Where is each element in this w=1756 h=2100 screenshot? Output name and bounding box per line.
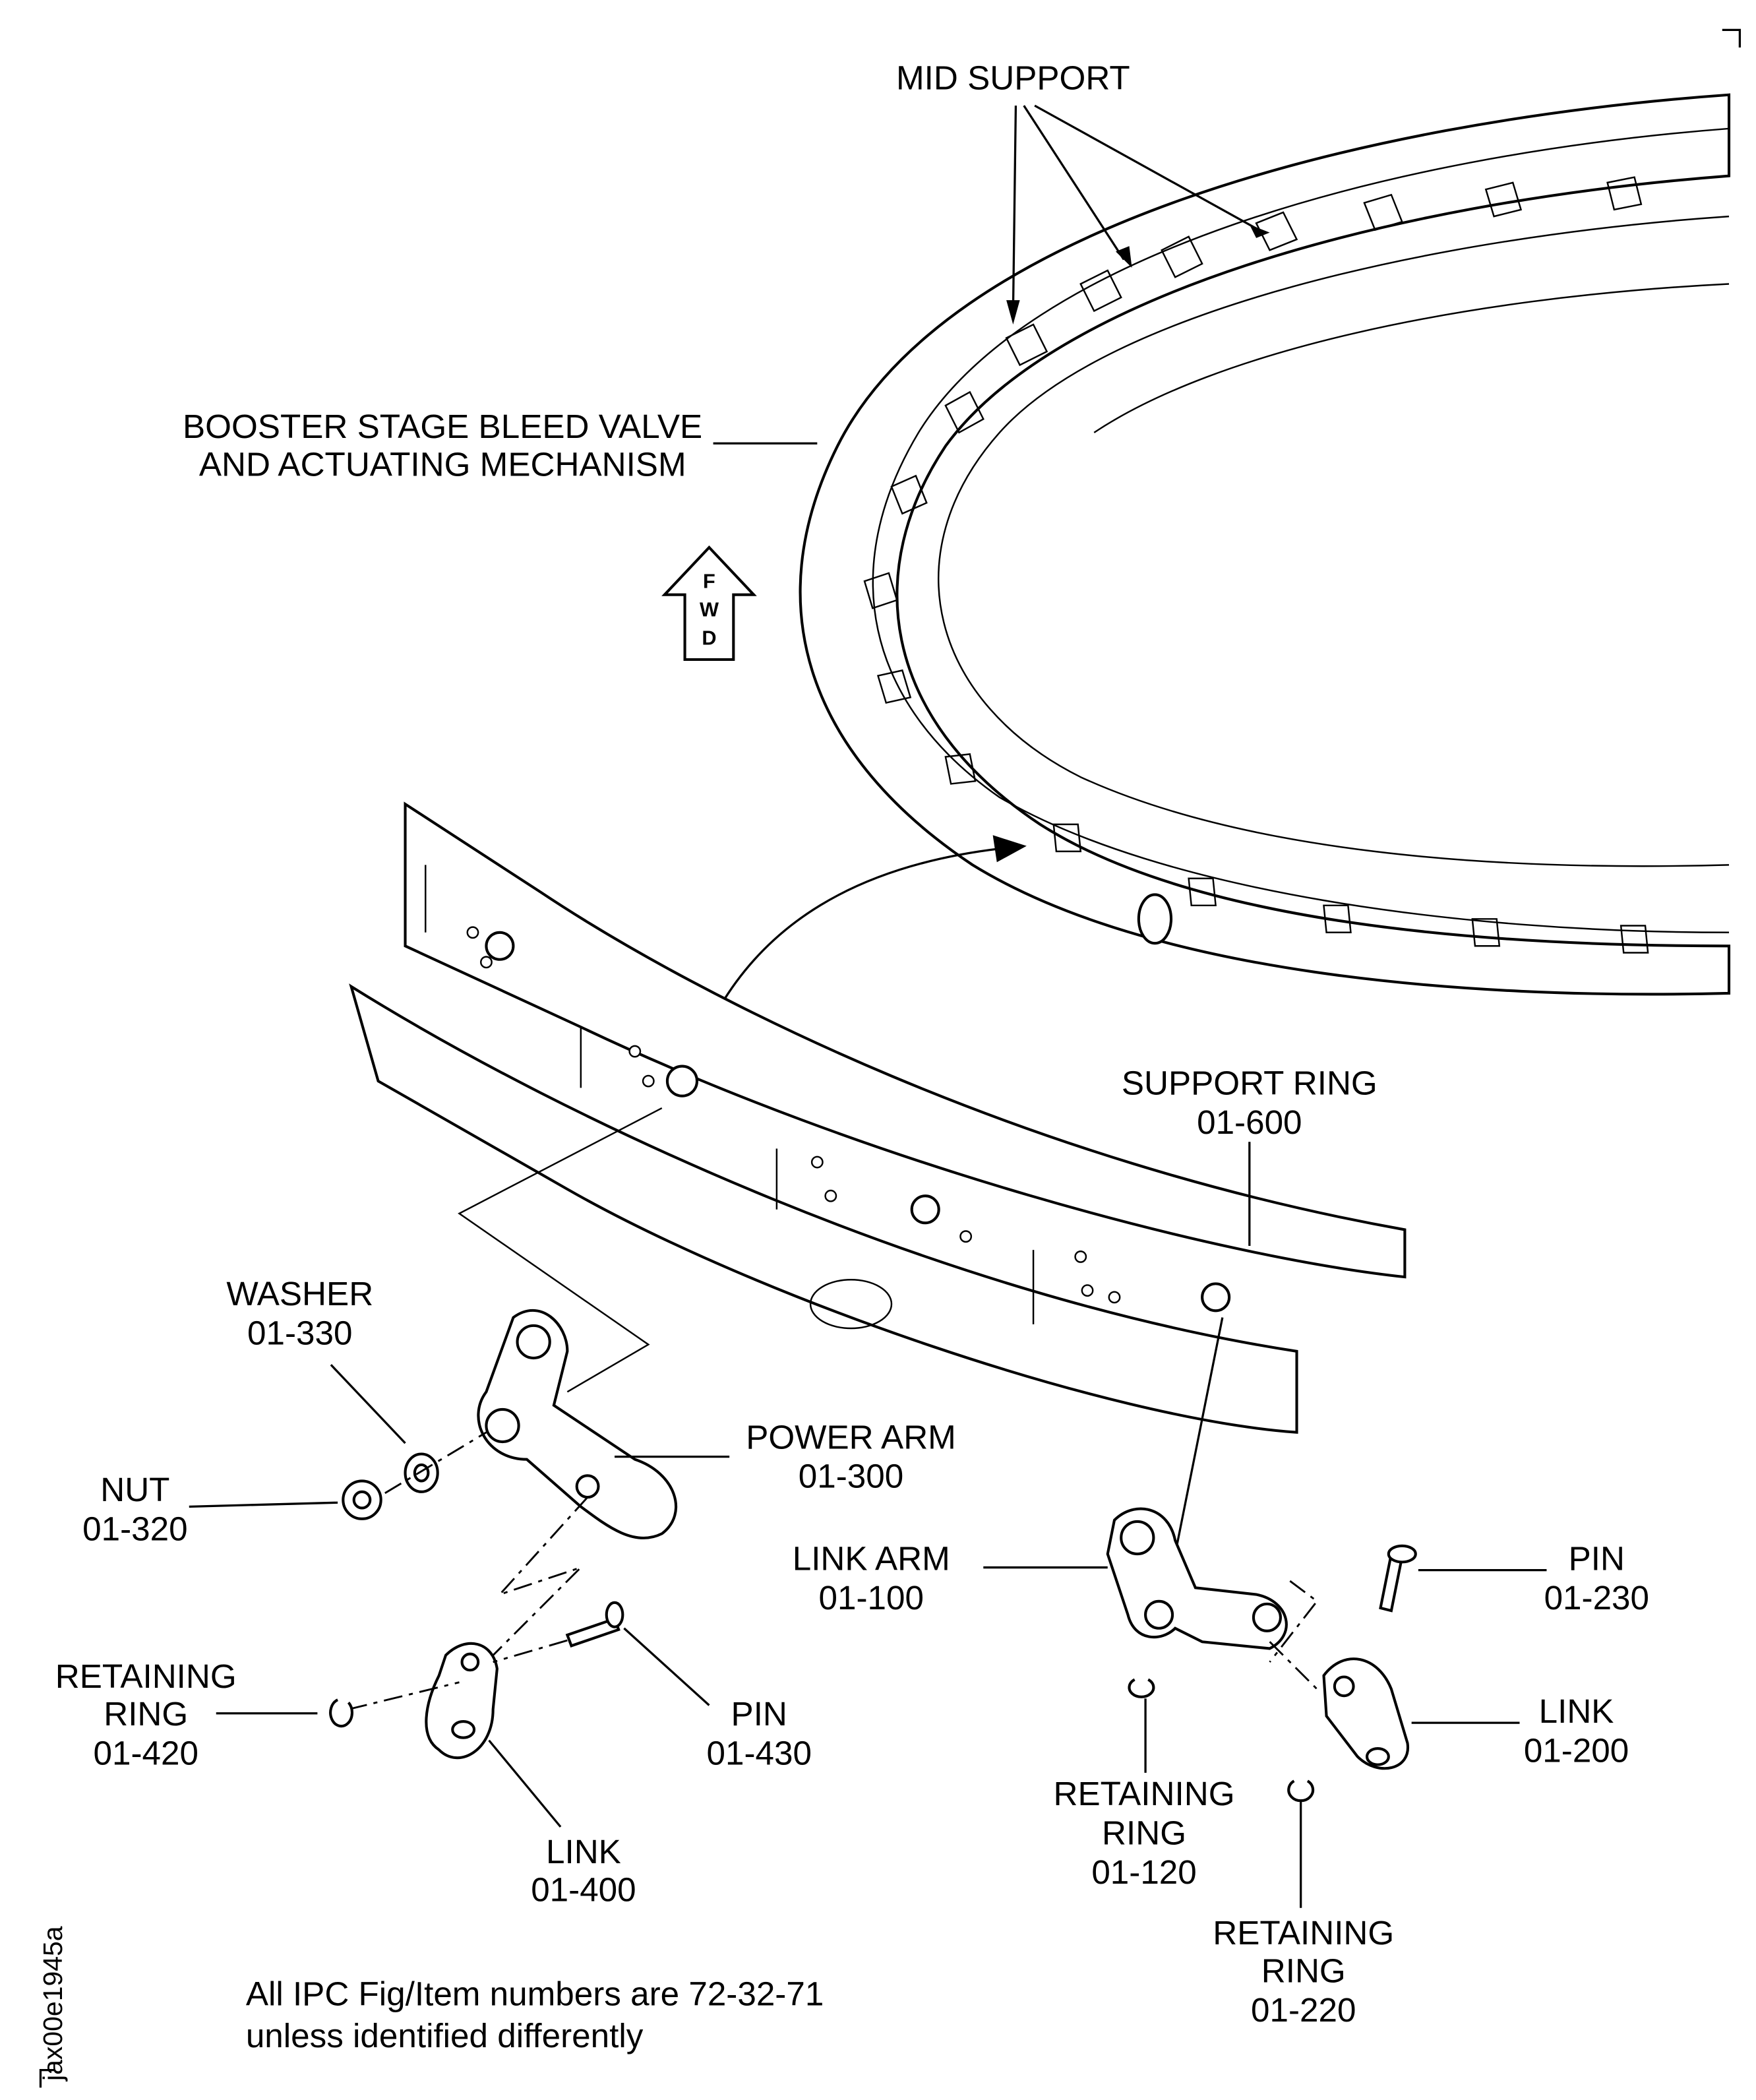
note-line1: All IPC Fig/Item numbers are 72-32-71 bbox=[246, 1975, 824, 2012]
corner-mark bbox=[1722, 28, 1741, 48]
label-retaining-ring-220: RETAINING bbox=[1213, 1914, 1394, 1952]
pin-430-part bbox=[565, 1601, 624, 1648]
svg-text:D: D bbox=[702, 626, 716, 649]
figure-id: jax00e1945a bbox=[38, 1926, 68, 2082]
bleed-valve-ring-illustration bbox=[799, 93, 1731, 996]
item-retaining-ring-120: 01-120 bbox=[1091, 1853, 1196, 1891]
label-retaining-ring-420-2: RING bbox=[104, 1695, 188, 1733]
forward-direction-arrow: F W D bbox=[661, 545, 757, 662]
label-pin-230: PIN bbox=[1569, 1540, 1625, 1578]
label-link-arm: LINK ARM bbox=[793, 1540, 950, 1578]
detail-arrow bbox=[701, 848, 1000, 1041]
projection-line bbox=[1174, 1317, 1224, 1555]
item-link-400: 01-400 bbox=[531, 1871, 636, 1909]
link-arm-part bbox=[1106, 1507, 1288, 1650]
label-retaining-ring-120: RETAINING bbox=[1054, 1775, 1235, 1812]
item-pin-230: 01-230 bbox=[1544, 1579, 1649, 1617]
svg-text:W: W bbox=[700, 598, 719, 621]
label-washer: WASHER bbox=[226, 1275, 373, 1312]
link-200-part bbox=[1322, 1657, 1409, 1770]
assembly-line bbox=[384, 1431, 589, 1656]
item-link-200: 01-200 bbox=[1524, 1732, 1629, 1770]
item-support-ring: 01-600 bbox=[1197, 1103, 1302, 1141]
washer-part bbox=[404, 1452, 439, 1493]
item-nut: 01-320 bbox=[82, 1510, 187, 1548]
svg-text:F: F bbox=[703, 569, 715, 592]
item-retaining-ring-220: 01-220 bbox=[1251, 1991, 1356, 2029]
power-arm-part bbox=[477, 1309, 678, 1540]
item-retaining-ring-420: 01-420 bbox=[94, 1735, 198, 1772]
corner-mark bbox=[39, 2068, 54, 2088]
retaining-ring-420-part bbox=[329, 1698, 353, 1728]
label-pin-430: PIN bbox=[731, 1695, 787, 1733]
label-retaining-ring-220-2: RING bbox=[1261, 1952, 1346, 1989]
item-pin-430: 01-430 bbox=[707, 1735, 812, 1772]
item-washer: 01-330 bbox=[247, 1314, 352, 1352]
label-booster-line2: AND ACTUATING MECHANISM bbox=[199, 445, 686, 483]
label-mid-support: MID SUPPORT bbox=[896, 59, 1130, 97]
arrow-head bbox=[992, 835, 1027, 863]
item-power-arm: 01-300 bbox=[799, 1458, 903, 1495]
label-support-ring: SUPPORT RING bbox=[1122, 1065, 1378, 1102]
link-400-part bbox=[425, 1642, 499, 1759]
retaining-ring-220-part bbox=[1287, 1779, 1315, 1803]
nut-part bbox=[342, 1479, 382, 1520]
label-retaining-ring-420: RETAINING bbox=[55, 1657, 237, 1695]
item-link-arm: 01-100 bbox=[819, 1579, 924, 1617]
label-link-200: LINK bbox=[1539, 1692, 1614, 1730]
label-link-400: LINK bbox=[546, 1833, 621, 1870]
label-nut: NUT bbox=[100, 1471, 169, 1508]
support-ring-segment bbox=[349, 801, 1407, 1434]
note-line2: unless identified differently bbox=[246, 2017, 644, 2054]
retaining-ring-120-part bbox=[1128, 1678, 1155, 1698]
leader-lines bbox=[189, 104, 1547, 1908]
assembly-line bbox=[1269, 1580, 1319, 1690]
projection-line bbox=[458, 1107, 663, 1393]
label-power-arm: POWER ARM bbox=[746, 1418, 956, 1456]
label-retaining-ring-120-2: RING bbox=[1102, 1814, 1186, 1851]
label-booster-line1: BOOSTER STAGE BLEED VALVE bbox=[183, 408, 702, 445]
pin-230-part bbox=[1379, 1544, 1417, 1613]
assembly-line bbox=[348, 1639, 568, 1711]
